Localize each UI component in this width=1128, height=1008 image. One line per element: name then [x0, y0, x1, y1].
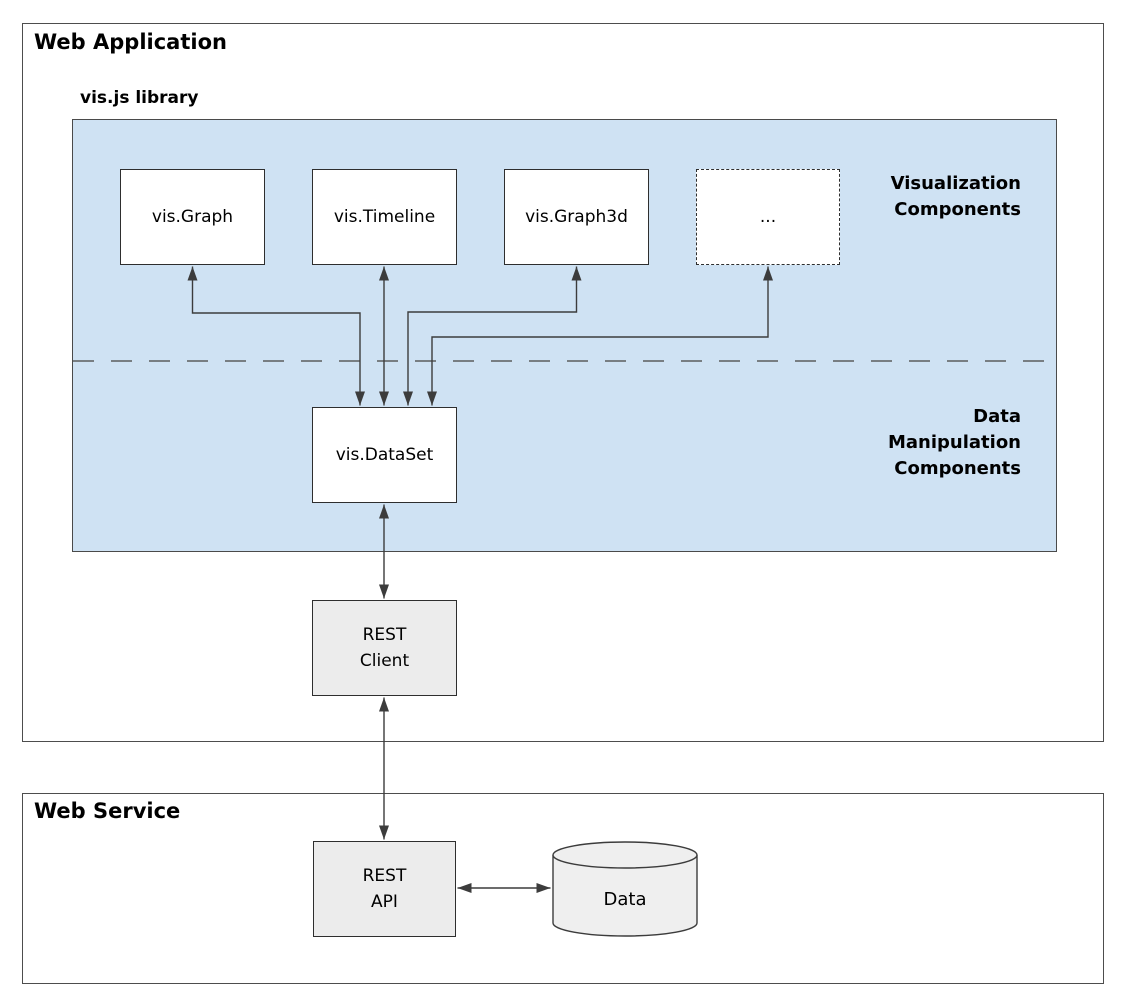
node-vis-timeline: vis.Timeline	[312, 169, 457, 265]
node-vis-graph: vis.Graph	[120, 169, 265, 265]
node-vis-dataset-label: vis.DataSet	[335, 445, 434, 465]
data-store-node: Data	[552, 841, 698, 937]
node-rest-client: REST Client	[312, 600, 457, 696]
node-vis-dataset: vis.DataSet	[312, 407, 457, 503]
node-rest-client-label: REST Client	[359, 625, 410, 671]
node-vis-graph-label: vis.Graph	[151, 207, 234, 227]
node-vis-graph3d: vis.Graph3d	[504, 169, 649, 265]
node-vis-timeline-label: vis.Timeline	[333, 207, 436, 227]
visjs-library-label: vis.js library	[80, 88, 199, 108]
data-manipulation-components-label: Data Manipulation Components	[780, 404, 1021, 482]
web-application-title: Web Application	[34, 30, 227, 54]
data-store-label: Data	[603, 888, 647, 910]
node-rest-api-label: REST API	[362, 866, 407, 912]
node-more-components-label: ...	[759, 207, 777, 227]
visualization-components-text: Visualization Components	[890, 173, 1021, 220]
visualization-components-label: Visualization Components	[780, 171, 1021, 223]
node-vis-graph3d-label: vis.Graph3d	[525, 207, 628, 227]
database-cylinder-icon	[552, 841, 698, 937]
data-manipulation-components-text: Data Manipulation Components	[887, 406, 1021, 479]
node-more-components: ...	[696, 169, 840, 265]
node-rest-api: REST API	[313, 841, 456, 937]
web-service-title: Web Service	[34, 799, 181, 823]
